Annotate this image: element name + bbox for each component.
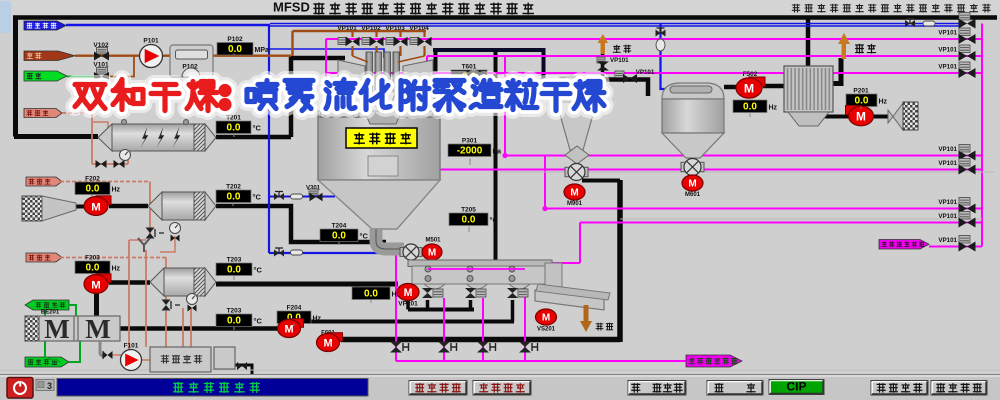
svg-text:VP101: VP101 xyxy=(938,237,957,244)
svg-text:F203: F203 xyxy=(85,255,100,262)
svg-text:VP101: VP101 xyxy=(938,160,957,167)
svg-text:°C: °C xyxy=(490,216,499,225)
svg-text:0.0: 0.0 xyxy=(462,215,476,226)
svg-text:°C: °C xyxy=(254,317,263,326)
svg-text:0.0: 0.0 xyxy=(227,316,241,327)
svg-text:CIP: CIP xyxy=(786,380,806,394)
svg-text:F202: F202 xyxy=(85,176,100,183)
svg-text:VP102: VP102 xyxy=(361,25,381,32)
svg-text:VP103: VP103 xyxy=(385,25,405,32)
svg-text:M501: M501 xyxy=(425,238,441,244)
svg-text:T203: T203 xyxy=(227,308,242,315)
svg-text:MFSD: MFSD xyxy=(273,0,310,15)
svg-text:M: M xyxy=(744,82,754,96)
svg-text:Hz: Hz xyxy=(112,187,121,194)
svg-text:VP101: VP101 xyxy=(938,47,957,54)
svg-text:°C: °C xyxy=(360,232,369,241)
svg-text:0.0: 0.0 xyxy=(855,96,869,107)
svg-text:M: M xyxy=(542,313,550,324)
svg-text:3: 3 xyxy=(47,381,52,391)
svg-text:T201: T201 xyxy=(226,115,241,122)
svg-text:°C: °C xyxy=(254,266,263,275)
svg-text:Hz: Hz xyxy=(313,316,322,323)
svg-text:P201: P201 xyxy=(853,88,869,95)
svg-text:V301: V301 xyxy=(306,186,321,192)
svg-text:0.0: 0.0 xyxy=(227,123,241,134)
svg-text:VP101: VP101 xyxy=(636,69,655,76)
svg-text:P102: P102 xyxy=(227,36,243,43)
svg-text:M: M xyxy=(856,110,866,124)
svg-text:M: M xyxy=(688,179,696,190)
svg-text:-2000: -2000 xyxy=(457,146,483,157)
svg-text:0.0: 0.0 xyxy=(364,289,378,300)
svg-text:M: M xyxy=(570,188,578,199)
svg-text:0.0: 0.0 xyxy=(332,231,346,242)
svg-text:Hz: Hz xyxy=(392,292,401,299)
svg-text:M601: M601 xyxy=(685,192,701,198)
svg-text:0.0: 0.0 xyxy=(743,102,757,113)
svg-text:VP101: VP101 xyxy=(337,25,357,32)
svg-text:F502: F502 xyxy=(743,71,758,78)
svg-text:F101: F101 xyxy=(124,343,139,350)
svg-text:VP101: VP101 xyxy=(938,213,957,220)
svg-text:M: M xyxy=(85,314,110,344)
svg-text:Hz: Hz xyxy=(112,266,121,273)
svg-text:T601: T601 xyxy=(462,64,477,71)
svg-text:M: M xyxy=(91,279,101,291)
svg-text:M: M xyxy=(323,338,332,350)
svg-text:M: M xyxy=(428,248,436,259)
svg-text:P102: P102 xyxy=(182,64,198,71)
svg-text:°C: °C xyxy=(253,193,262,202)
svg-text:V101: V101 xyxy=(93,62,109,69)
svg-text:VP101: VP101 xyxy=(938,146,957,153)
svg-text:BE201: BE201 xyxy=(41,310,60,316)
svg-text:Hz: Hz xyxy=(879,99,888,106)
svg-text:V102: V102 xyxy=(93,42,109,49)
svg-text:MPa: MPa xyxy=(255,47,270,54)
svg-text:P301: P301 xyxy=(462,138,478,145)
svg-text:F204: F204 xyxy=(287,305,302,312)
svg-text:M: M xyxy=(284,324,293,336)
svg-text:M: M xyxy=(44,314,69,344)
svg-text:0.0: 0.0 xyxy=(86,263,100,274)
svg-text:T205: T205 xyxy=(461,207,476,214)
svg-text:0.0: 0.0 xyxy=(227,192,241,203)
svg-text:VP101: VP101 xyxy=(610,57,629,64)
svg-text:T204: T204 xyxy=(332,223,347,230)
svg-text:°C: °C xyxy=(253,124,262,133)
svg-text:VP104: VP104 xyxy=(409,25,429,32)
svg-text:Pa: Pa xyxy=(493,149,502,156)
svg-text:VP101: VP101 xyxy=(938,64,957,71)
svg-text:0.0: 0.0 xyxy=(86,184,100,195)
svg-text:0.0: 0.0 xyxy=(228,44,242,55)
svg-text:VP101: VP101 xyxy=(938,30,957,37)
svg-text:P101: P101 xyxy=(143,38,159,45)
svg-text:0.0: 0.0 xyxy=(227,265,241,276)
svg-text:M: M xyxy=(91,201,101,213)
svg-text:VS201: VS201 xyxy=(537,327,556,333)
svg-text:VP101: VP101 xyxy=(938,199,957,206)
svg-text:T203: T203 xyxy=(227,257,242,264)
svg-text:M: M xyxy=(404,287,413,299)
svg-text:Hz: Hz xyxy=(769,105,778,112)
svg-text:VP201: VP201 xyxy=(398,301,418,308)
svg-text:T202: T202 xyxy=(226,184,241,191)
svg-text:M901: M901 xyxy=(567,201,583,207)
